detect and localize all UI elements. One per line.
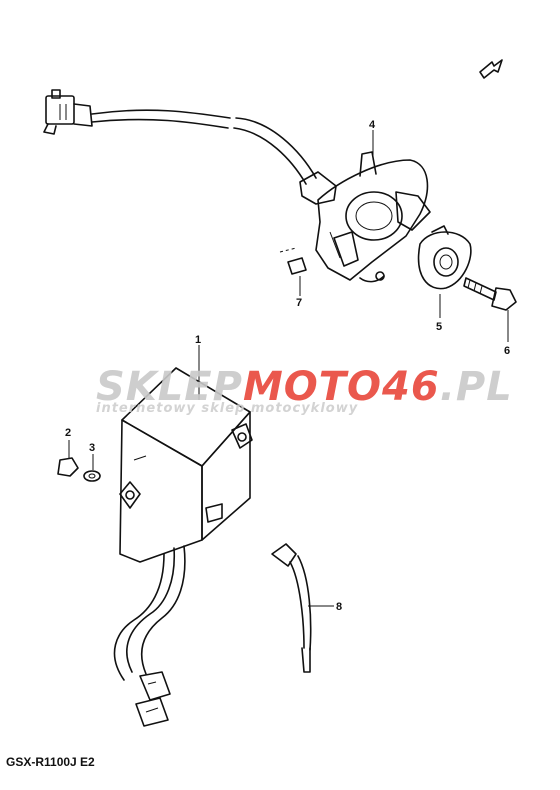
igniter-connector xyxy=(135,671,171,727)
watermark-brand: SKLEPMOTO46.PL xyxy=(96,364,513,410)
screw-part-7 xyxy=(279,247,307,275)
washer-part-3 xyxy=(83,470,101,482)
callout-6: 6 xyxy=(504,345,510,357)
model-code: GSX-R1100J E2 xyxy=(6,755,95,769)
callout-8: 8 xyxy=(336,601,342,613)
watermark: SKLEPMOTO46.PL internetowy sklep motocyk… xyxy=(96,364,513,416)
callout-1: 1 xyxy=(195,334,201,346)
rotor-part-5 xyxy=(417,225,472,290)
callout-5: 5 xyxy=(436,321,442,333)
callout-7: 7 xyxy=(296,297,302,309)
watermark-tagline: internetowy sklep motocyklowy xyxy=(96,401,358,416)
watermark-segment: 46 xyxy=(381,364,440,410)
watermark-segment: .PL xyxy=(440,364,513,410)
front-arrow-icon xyxy=(479,59,503,79)
igniter-assembly xyxy=(113,367,253,727)
callout-2: 2 xyxy=(65,427,71,439)
nut-part-2 xyxy=(57,457,79,477)
lead-wire-part-8 xyxy=(271,543,312,673)
callout-3: 3 xyxy=(89,442,95,454)
callout-4: 4 xyxy=(369,119,376,131)
wire-connector xyxy=(43,89,93,135)
signal-generator-assembly xyxy=(43,89,517,311)
watermark-segment: MOTO xyxy=(243,364,382,410)
callout-leaders xyxy=(68,130,509,607)
watermark-segment: SKLEP xyxy=(96,364,243,410)
bolt-part-6 xyxy=(463,277,517,311)
